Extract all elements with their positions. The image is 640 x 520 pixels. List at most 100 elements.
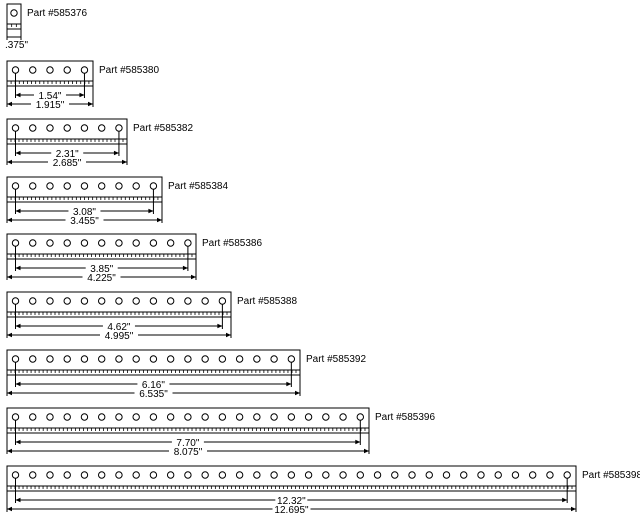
mounting-hole: [11, 413, 20, 421]
mounting-hole: [46, 413, 54, 421]
outer-dimension-label: 4.225": [87, 273, 116, 284]
mounting-hole: [29, 471, 37, 479]
mounting-hole: [29, 182, 37, 190]
mounting-hole: [339, 471, 347, 479]
mounting-hole: [218, 413, 227, 421]
mounting-hole: [132, 239, 140, 247]
outer-dimension-label: 1.915": [36, 100, 65, 111]
dimension-label-bg: [51, 148, 84, 158]
mounting-hole: [184, 413, 192, 421]
dimension-arrowhead: [7, 217, 12, 223]
dimension-arrowhead: [79, 92, 85, 98]
mounting-hole: [63, 297, 71, 305]
mounting-hole: [98, 182, 106, 190]
mounting-hole: [253, 471, 261, 479]
dimension-label-bg: [31, 99, 69, 109]
mounting-hole: [201, 355, 209, 363]
mounting-hole: [80, 471, 89, 479]
mounting-hole: [29, 66, 37, 74]
mounting-hole: [98, 355, 106, 363]
dimension-arrowhead: [7, 332, 12, 338]
mounting-hole: [356, 471, 364, 479]
dimension-arrowhead: [15, 497, 21, 503]
mounting-hole: [425, 471, 433, 479]
dimension-label-bg: [272, 504, 311, 514]
outer-dimension-label: 2.685": [53, 158, 82, 169]
mounting-hole: [391, 471, 399, 479]
mounting-hole: [132, 182, 140, 190]
mounting-hole: [46, 182, 54, 190]
dimension-arrowhead: [364, 448, 369, 454]
mounting-hole: [63, 471, 71, 479]
mounting-hole: [63, 66, 71, 74]
dimension-label-bg: [102, 321, 135, 331]
mounting-hole: [115, 413, 123, 421]
mounting-hole: [11, 182, 20, 190]
inner-dimension-label: 6.16": [142, 380, 165, 391]
mounting-hole: [235, 471, 244, 479]
mounting-hole: [322, 471, 330, 479]
mounting-hole: [184, 355, 192, 363]
outer-dimension-label: 12.695": [274, 505, 309, 516]
mounting-hole: [132, 471, 140, 479]
inner-dimension-label: 3.85": [90, 264, 113, 275]
inner-dimension-label: 2.31": [56, 149, 79, 160]
part-row: Part #585386 3.85"4.225": [6, 233, 262, 284]
mounting-hole: [304, 413, 313, 421]
mounting-hole: [63, 355, 71, 363]
mounting-hole: [270, 355, 278, 363]
mounting-hole: [29, 355, 37, 363]
mounting-hole: [80, 355, 89, 363]
mounting-hole: [115, 297, 123, 305]
mounting-hole: [46, 124, 54, 132]
outer-dimension-label: 8.075": [174, 447, 203, 458]
mounting-hole: [46, 66, 54, 74]
mounting-hole: [287, 355, 296, 363]
inner-dimension-label: 7.70": [176, 438, 199, 449]
mounting-hole: [477, 471, 485, 479]
dimension-label-bg: [171, 437, 204, 447]
mounting-hole: [270, 471, 278, 479]
dimension-label-bg: [134, 388, 173, 398]
part-number-label: Part #585386: [202, 238, 262, 249]
mounting-hole: [149, 239, 158, 247]
mounting-hole: [115, 471, 123, 479]
mounting-hole: [270, 413, 278, 421]
mounting-hole: [29, 124, 37, 132]
part-number-label: Part #585392: [306, 354, 366, 365]
mounting-hole: [287, 413, 296, 421]
dimension-label-bg: [68, 206, 101, 216]
mounting-hole: [11, 66, 20, 74]
mounting-hole: [98, 413, 106, 421]
mounting-hole: [201, 413, 209, 421]
dimension-arrowhead: [15, 323, 21, 329]
mounting-hole: [166, 355, 175, 363]
dimension-arrowhead: [562, 497, 568, 503]
mounting-hole: [46, 297, 54, 305]
dimension-arrowhead: [15, 381, 21, 387]
mounting-hole: [11, 471, 20, 479]
mounting-hole: [546, 471, 554, 479]
mounting-hole: [98, 124, 106, 132]
dimension-arrowhead: [7, 390, 12, 396]
mounting-hole: [287, 471, 296, 479]
mounting-hole: [80, 182, 89, 190]
dimension-arrowhead: [191, 274, 196, 280]
mounting-hole: [166, 471, 175, 479]
mounting-hole: [98, 471, 106, 479]
dimension-arrowhead: [15, 92, 21, 98]
mounting-hole: [149, 182, 158, 190]
mounting-hole: [63, 413, 71, 421]
inner-dimension-label: 4.62": [107, 322, 130, 333]
mounting-hole: [10, 9, 18, 17]
dimension-label-bg: [65, 215, 104, 225]
mounting-hole: [132, 355, 140, 363]
mounting-hole: [115, 239, 123, 247]
dimension-arrowhead: [15, 265, 21, 271]
mounting-hole: [115, 355, 123, 363]
mounting-hole: [304, 471, 313, 479]
mounting-hole: [80, 413, 89, 421]
mounting-hole: [80, 124, 89, 132]
